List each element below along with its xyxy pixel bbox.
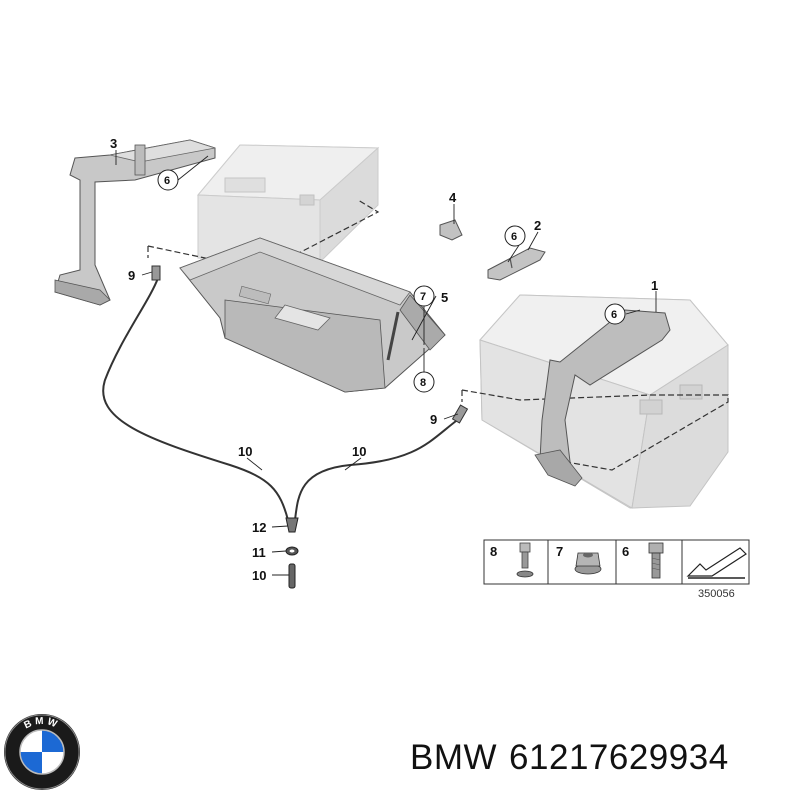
caption-brand: BMW — [410, 738, 498, 777]
legend-number-7: 7 — [556, 544, 563, 559]
diagram-id: 350056 — [698, 588, 735, 600]
part-caption: BMW 61217629934 — [410, 738, 741, 778]
bmw-roundel-icon: BMW — [4, 714, 80, 790]
callout-leaders — [115, 150, 657, 576]
callout-6-circle-b: 6 — [504, 225, 526, 247]
callout-6-a: 6 — [164, 175, 170, 187]
callout-10-left: 10 — [238, 444, 252, 459]
callout-7-circle: 7 — [413, 285, 435, 307]
battery-front-dashed-outline — [461, 389, 729, 471]
callout-6-c: 6 — [611, 309, 617, 321]
bracket-part-2 — [487, 247, 546, 281]
bracket-part-4 — [439, 219, 463, 241]
battery-rear-ghost — [196, 144, 380, 264]
callout-6-b: 6 — [511, 231, 517, 243]
callout-10-bottom: 10 — [252, 568, 266, 583]
connector-part-9-left — [151, 265, 161, 281]
battery-rear-dashed-outline — [147, 199, 380, 269]
callout-10-right: 10 — [352, 444, 366, 459]
t-connector-part-12 — [285, 517, 299, 533]
callout-11: 11 — [252, 545, 266, 560]
o-ring-part-11 — [285, 546, 299, 556]
callout-9-right: 9 — [430, 412, 437, 427]
callout-1: 1 — [651, 278, 658, 293]
callout-3: 3 — [110, 136, 117, 151]
fastener-legend: 8 7 6 — [483, 539, 750, 585]
callout-8-circle: 8 — [413, 371, 435, 393]
callout-6-circle-c: 6 — [604, 303, 626, 325]
callout-9-left: 9 — [128, 268, 135, 283]
bracket-part-3 — [54, 139, 216, 306]
callout-8: 8 — [420, 377, 426, 389]
battery-tray — [179, 237, 446, 393]
vent-hose-left — [102, 277, 289, 521]
legend-number-8: 8 — [490, 544, 497, 559]
callout-12: 12 — [252, 520, 266, 535]
callout-4: 4 — [449, 190, 457, 205]
hose-part-10-short — [288, 563, 296, 589]
vent-hose-right — [294, 417, 461, 521]
flange-nut-icon — [574, 552, 602, 575]
callout-6-circle-a: 6 — [157, 169, 179, 191]
callout-2: 2 — [534, 218, 541, 233]
legend-number-6: 6 — [622, 544, 629, 559]
hex-bolt-icon — [648, 542, 664, 579]
bracket-part-1 — [534, 309, 671, 487]
connector-part-9-right — [451, 404, 469, 424]
logo-text: BMW — [22, 716, 61, 732]
direction-arrow-icon — [686, 547, 747, 579]
bolt-with-washer-icon — [516, 542, 534, 578]
callout-5: 5 — [441, 290, 448, 305]
caption-part-number: 61217629934 — [509, 738, 729, 777]
callout-7: 7 — [420, 291, 426, 303]
